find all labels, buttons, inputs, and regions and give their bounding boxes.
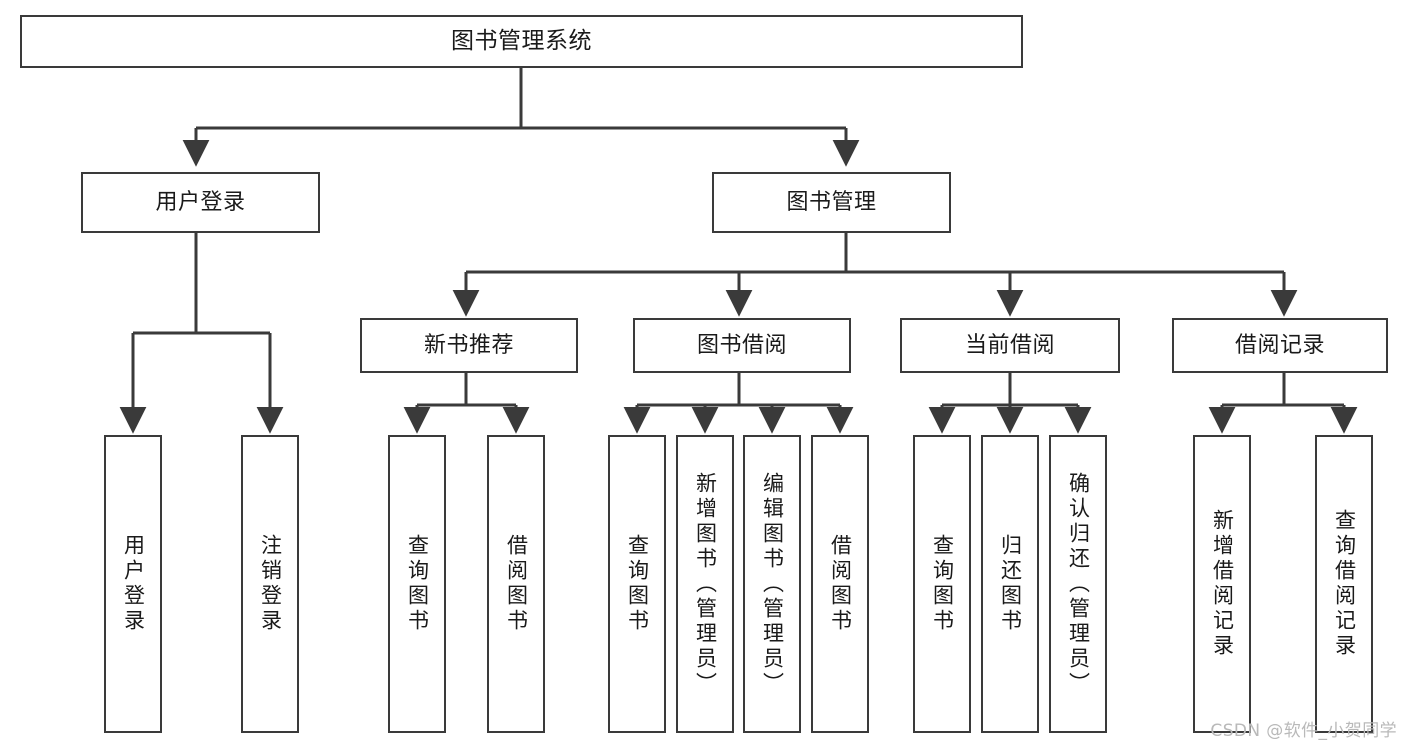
leaf-book-borrow-add[interactable]: 新增图书（管理员） — [676, 435, 734, 733]
leaf-current-borrow-confirm-return[interactable]: 确认归还（管理员） — [1049, 435, 1107, 733]
node-borrow-record[interactable]: 借阅记录 — [1172, 318, 1388, 373]
node-book-management[interactable]: 图书管理 — [712, 172, 951, 233]
node-label: 查询图书 — [625, 534, 650, 634]
node-current-borrow[interactable]: 当前借阅 — [900, 318, 1120, 373]
watermark-text: CSDN @软件_小贺同学 — [1210, 721, 1397, 741]
node-label: 新增图书（管理员） — [693, 471, 718, 697]
leaf-book-borrow-lend[interactable]: 借阅图书 — [811, 435, 869, 733]
node-label: 确认归还（管理员） — [1066, 471, 1091, 697]
node-label: 图书借阅 — [696, 332, 787, 358]
node-label: 用户登录 — [121, 534, 146, 634]
node-user-login[interactable]: 用户登录 — [81, 172, 320, 233]
node-label: 借阅图书 — [504, 534, 529, 634]
leaf-new-book-borrow[interactable]: 借阅图书 — [487, 435, 545, 733]
node-label: 借阅记录 — [1234, 332, 1325, 358]
node-new-book-recommend[interactable]: 新书推荐 — [360, 318, 578, 373]
node-label: 当前借阅 — [964, 332, 1055, 358]
leaf-user-login-logout[interactable]: 注销登录 — [241, 435, 299, 733]
node-label: 查询图书 — [930, 534, 955, 634]
leaf-book-borrow-query[interactable]: 查询图书 — [608, 435, 666, 733]
node-label: 编辑图书（管理员） — [760, 471, 785, 697]
node-label: 归还图书 — [998, 534, 1023, 634]
node-book-borrow[interactable]: 图书借阅 — [633, 318, 851, 373]
leaf-current-borrow-query[interactable]: 查询图书 — [913, 435, 971, 733]
leaf-borrow-record-add[interactable]: 新增借阅记录 — [1193, 435, 1251, 733]
leaf-book-borrow-edit[interactable]: 编辑图书（管理员） — [743, 435, 801, 733]
leaf-current-borrow-return[interactable]: 归还图书 — [981, 435, 1039, 733]
leaf-borrow-record-query[interactable]: 查询借阅记录 — [1315, 435, 1373, 733]
leaf-user-login-login[interactable]: 用户登录 — [104, 435, 162, 733]
leaf-new-book-query[interactable]: 查询图书 — [388, 435, 446, 733]
node-label: 图书管理系统 — [451, 27, 592, 54]
node-label: 新增借阅记录 — [1210, 509, 1235, 659]
node-label: 查询图书 — [405, 534, 430, 634]
node-label: 注销登录 — [258, 534, 283, 634]
node-root-system[interactable]: 图书管理系统 — [20, 15, 1023, 68]
node-label: 用户登录 — [155, 189, 246, 215]
node-label: 查询借阅记录 — [1332, 509, 1357, 659]
node-label: 借阅图书 — [828, 534, 853, 634]
node-label: 新书推荐 — [423, 332, 514, 358]
node-label: 图书管理 — [786, 189, 877, 215]
